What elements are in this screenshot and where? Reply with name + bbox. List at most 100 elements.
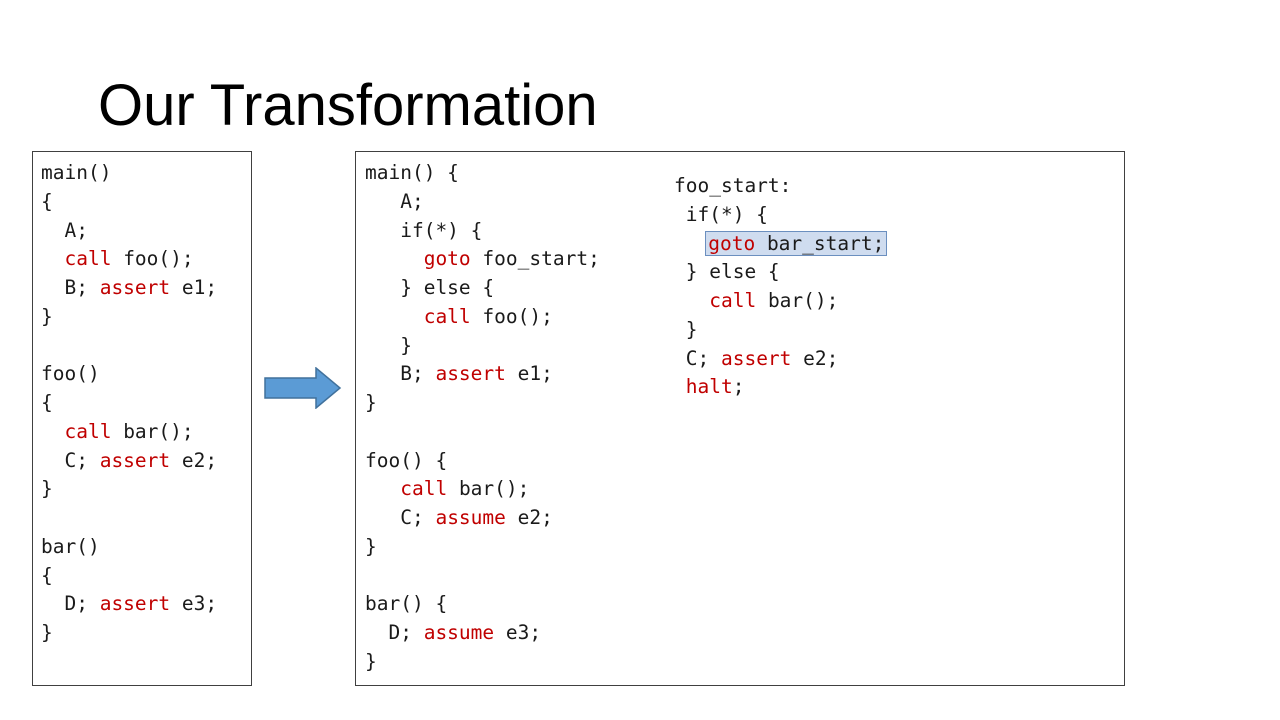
code-text: } [674,317,698,341]
code-line [41,504,217,533]
code-text: foo(); [470,304,553,328]
code-text: if(*) { [674,202,768,226]
code-line: call bar(); [41,418,217,447]
code-line: bar() { [365,590,600,619]
code-text [674,232,709,255]
foo-start-code: foo_start: if(*) { goto bar_start; } els… [674,172,888,402]
code-line: foo_start: [674,172,886,201]
code-text: foo(); [111,247,194,271]
code-line: main() [41,159,217,188]
code-text: } [41,621,53,644]
code-line: C; assume e2; [365,504,600,533]
code-text: e2; [170,448,218,472]
code-text: bar_start; [755,231,885,255]
code-keyword: call [64,419,112,443]
code-text: e2; [505,506,553,529]
code-text: foo_start; [470,247,600,271]
code-text: bar(); [756,289,839,312]
code-keyword: assert [99,276,171,299]
code-text: A; [41,218,88,242]
code-text: } else { [674,260,780,284]
code-text: { [41,189,53,213]
code-keyword: goto [708,231,756,255]
code-text: } [365,333,412,357]
code-text: foo_start: [674,174,792,197]
code-line: goto bar_start; [674,230,888,259]
code-text: bar() { [365,592,448,616]
code-text: A; [365,189,424,213]
code-keyword: assume [435,506,506,529]
code-line: D; assume e3; [365,619,600,648]
code-text [41,247,64,270]
code-text: } [41,304,53,328]
code-keyword: call [400,477,448,501]
code-text: B; [41,276,100,299]
code-text: ; [732,375,745,399]
code-text: } [365,534,377,558]
code-text: { [41,391,53,414]
code-line: if(*) { [365,217,600,246]
code-line: } [365,389,600,418]
code-line: bar() [41,533,217,562]
code-text: C; [674,346,721,370]
code-text: if(*) { [365,218,483,242]
code-line: D; assert e3; [41,590,217,619]
code-text: foo() [41,362,100,386]
right-arrow-shape [264,366,342,410]
code-text: D; [365,621,424,644]
code-line: } else { [674,258,886,287]
right-arrow-icon [264,366,342,410]
code-line: if(*) { [674,201,886,230]
original-program-panel: main() { A; call foo(); B; assert e1;} foo… [32,151,252,686]
code-line: foo() [41,360,217,389]
code-text: e2; [791,346,839,370]
code-text: e3; [170,592,218,616]
code-text [365,305,424,328]
code-keyword: assert [99,592,171,616]
code-text [674,289,709,312]
code-line: } [365,533,600,562]
code-keyword: assert [435,362,506,386]
code-line: } [365,332,600,361]
code-keyword: call [423,304,471,328]
code-line: } [674,316,886,345]
code-line: call foo(); [41,245,217,274]
code-keyword: assert [99,448,171,472]
code-text: bar(); [447,477,530,501]
code-text: } [365,649,377,673]
code-line [365,418,600,447]
slide-title: Our Transformation [98,73,598,138]
code-line: } [365,648,600,677]
code-line: B; assert e1; [41,274,217,303]
code-line: foo() { [365,447,600,476]
code-line: B; assert e1; [365,360,600,389]
code-line: } else { [365,274,600,303]
code-text: e1; [505,362,553,386]
transformed-main-code: main() { A; if(*) { goto foo_start; } el… [365,159,600,677]
code-text [674,375,686,398]
code-line: call bar(); [674,287,886,316]
code-keyword: call [709,289,757,312]
code-text [365,477,400,500]
code-line: } [41,303,217,332]
code-text: { [41,563,53,587]
code-keyword: call [64,247,112,271]
code-line: main() { [365,159,600,188]
code-line: goto foo_start; [365,245,600,274]
original-program-code: main() { A; call foo(); B; assert e1;} foo… [41,159,217,648]
code-line [365,562,600,591]
code-text: main() [41,161,112,184]
transformed-program-panel: main() { A; if(*) { goto foo_start; } el… [355,151,1125,686]
code-keyword: goto [423,247,471,271]
code-line: } [41,619,217,648]
code-line: A; [41,217,217,246]
code-line: { [41,389,217,418]
code-line [41,332,217,361]
code-keyword: assert [720,346,792,370]
code-line: A; [365,188,600,217]
code-keyword: halt [685,375,733,399]
code-text: main() { [365,161,459,184]
code-line: C; assert e2; [674,345,886,374]
code-text: B; [365,362,436,386]
code-line: { [41,562,217,591]
